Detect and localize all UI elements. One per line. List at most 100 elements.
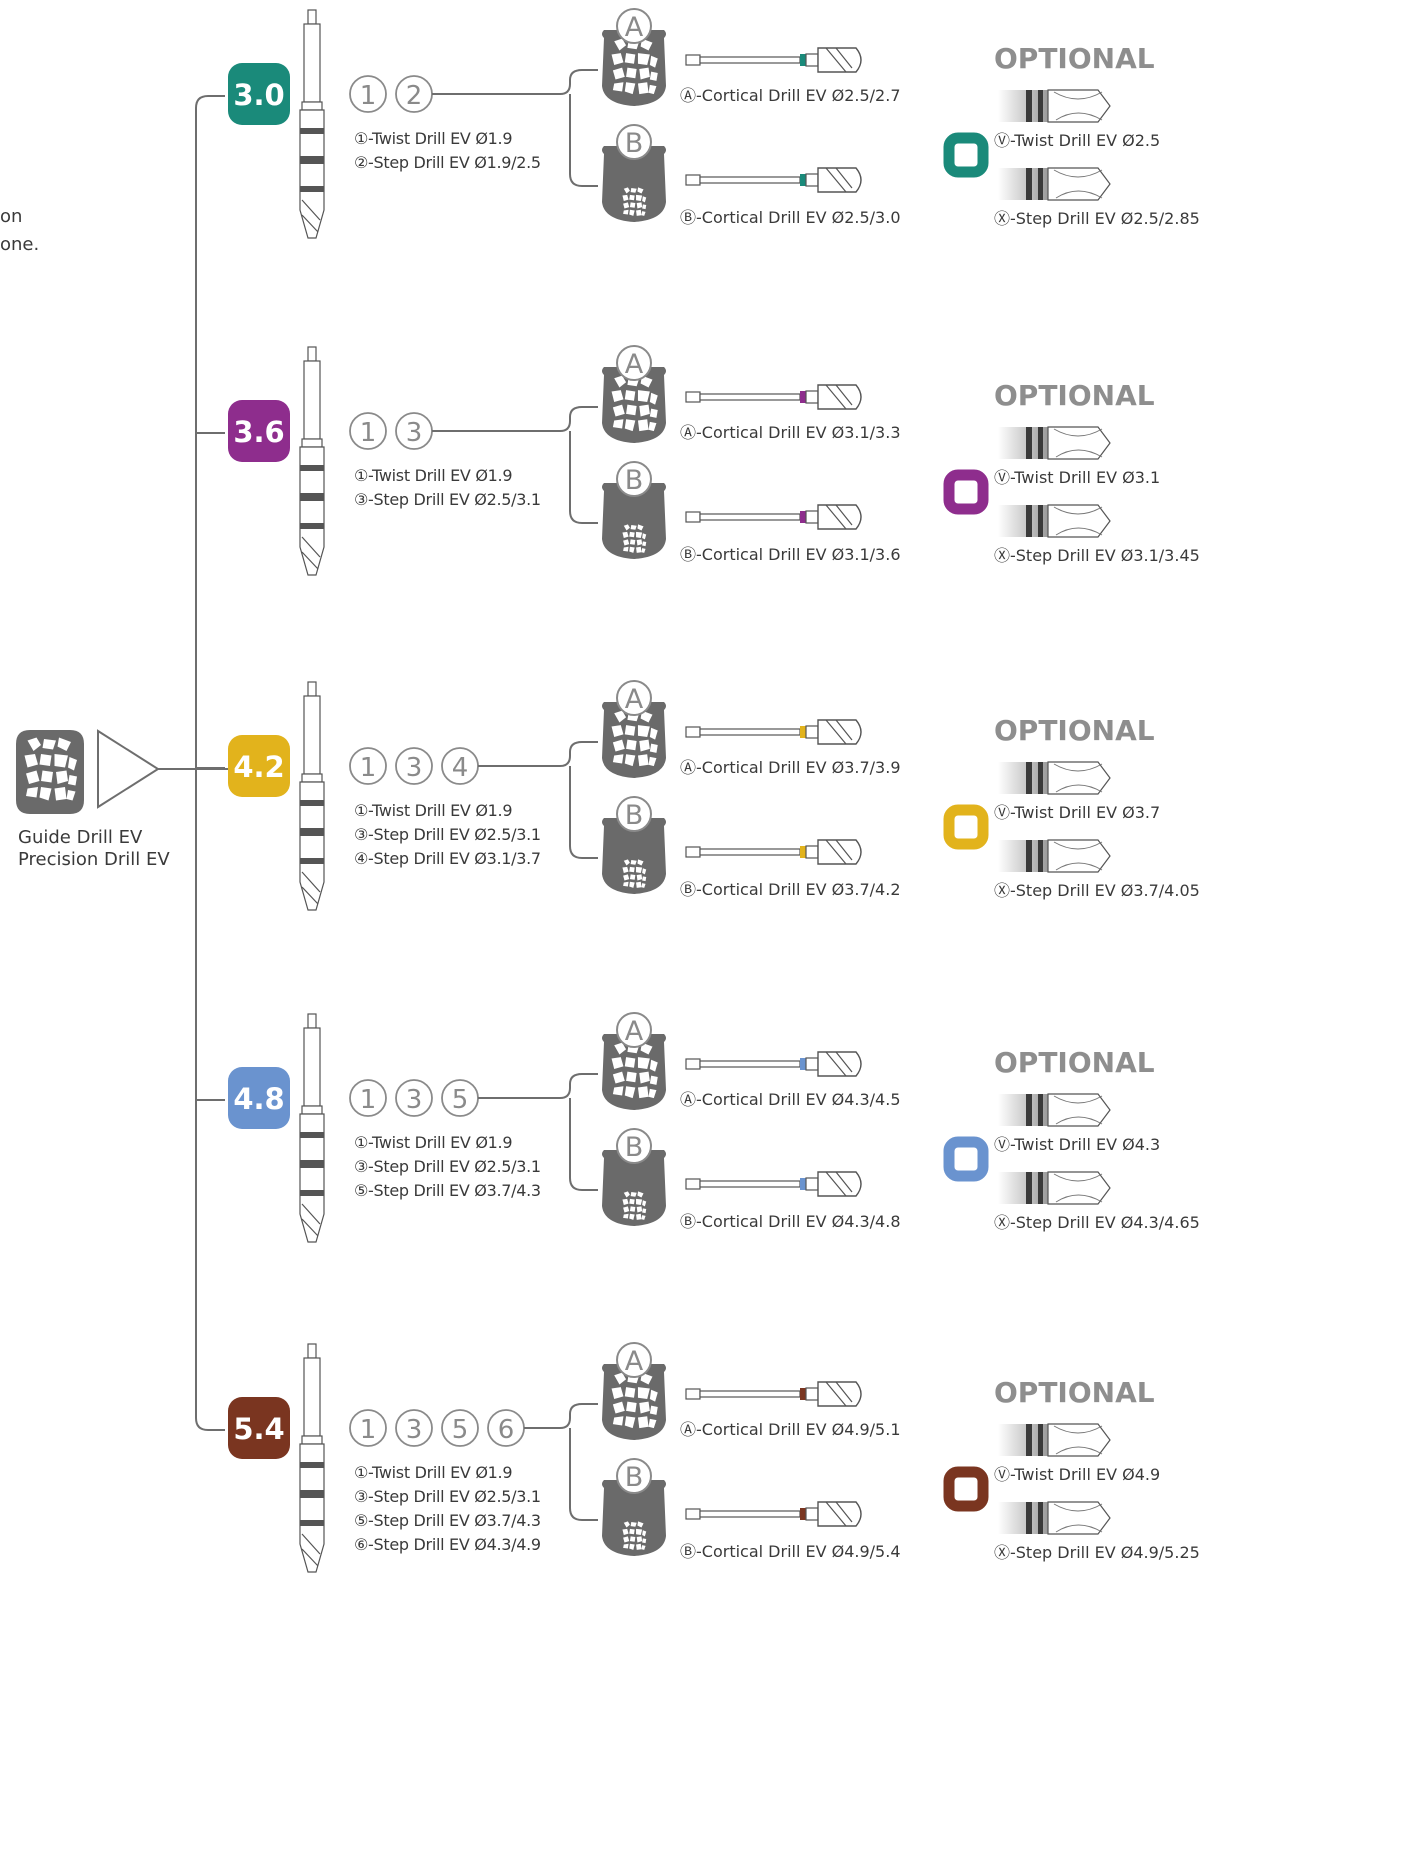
bone-b-letter: B [625, 128, 644, 159]
step-number-circle [349, 1079, 387, 1117]
optional-twist-label: Ⓥ-Twist Drill EV Ø4.9 [994, 1465, 1160, 1484]
intro-text-fragment: on one. [0, 203, 39, 259]
optional-heading: OPTIONAL [994, 1046, 1155, 1079]
connector-to-a [432, 406, 598, 432]
step-number: 5 [452, 1415, 469, 1445]
bone-a-letter: A [625, 349, 644, 380]
sequence-drill-icon [299, 1343, 325, 1573]
sequence-legend-item: ①-Twist Drill EV Ø1.9 [354, 129, 512, 148]
sequence-legend-item: ①-Twist Drill EV Ø1.9 [354, 466, 512, 485]
optional-step-label: Ⓧ-Step Drill EV Ø4.9/5.25 [994, 1543, 1200, 1562]
cortical-drill-color-band [800, 1058, 806, 1070]
bone-b-letter-circle [616, 1458, 652, 1494]
step-number-circle [349, 75, 387, 113]
cortical-drill-color-band [800, 54, 806, 66]
cortical-drill-a-label: Ⓐ-Cortical Drill EV Ø3.7/3.9 [680, 758, 901, 777]
cortical-drill-b-label: Ⓑ-Cortical Drill EV Ø3.1/3.6 [680, 545, 901, 564]
optional-heading: OPTIONAL [994, 1376, 1155, 1409]
guide-label-2: Precision Drill EV [18, 849, 170, 870]
sequence-drill-icon [299, 681, 325, 911]
sequence-drill-icon [299, 1013, 325, 1243]
optional-drill-v-icon [998, 1093, 1111, 1127]
bone-b-shape [602, 1150, 666, 1226]
bone-a-icon: A [602, 345, 666, 443]
bone-a-icon: A [602, 680, 666, 778]
connector-to-b [569, 1428, 598, 1521]
optional-heading: OPTIONAL [994, 42, 1155, 75]
bone-a-letter-circle [616, 680, 652, 716]
optional-twist-label: Ⓥ-Twist Drill EV Ø3.7 [994, 803, 1160, 822]
diameter-badge [228, 1067, 290, 1129]
optional-step-label: Ⓧ-Step Drill EV Ø4.3/4.65 [994, 1213, 1200, 1232]
sequence-legend-item: ⑤-Step Drill EV Ø3.7/4.3 [354, 1181, 541, 1200]
step-number-circle [395, 1079, 433, 1117]
cortical-drill-a-icon [685, 1381, 862, 1407]
color-ring-icon [943, 804, 989, 850]
diameter-badge-label: 5.4 [233, 1412, 284, 1446]
cortical-drill-a-label: Ⓐ-Cortical Drill EV Ø4.3/4.5 [680, 1090, 901, 1109]
optional-step-label: Ⓧ-Step Drill EV Ø3.1/3.45 [994, 546, 1200, 565]
cortical-drill-b-icon [685, 839, 862, 865]
cortical-drill-b-icon [685, 1171, 862, 1197]
step-number-circle [441, 1409, 479, 1447]
bone-b-letter-circle [616, 796, 652, 832]
color-ring-icon [943, 1136, 989, 1182]
guide-label-1: Guide Drill EV [18, 827, 143, 848]
connector-to-a [432, 69, 598, 95]
cortical-drill-b-icon [685, 167, 862, 193]
diameter-badge [228, 735, 290, 797]
bone-b-icon: B [602, 124, 666, 222]
bone-b-shape [602, 818, 666, 894]
cortical-drill-color-band [800, 174, 806, 186]
bone-a-letter: A [625, 1016, 644, 1047]
sequence-legend-item: ⑤-Step Drill EV Ø3.7/4.3 [354, 1511, 541, 1530]
bone-a-letter: A [625, 684, 644, 715]
step-number: 1 [360, 81, 377, 111]
cortical-drill-a-icon [685, 384, 862, 410]
diameter-badge-label: 4.8 [233, 1082, 284, 1116]
diameter-badge-label: 3.6 [233, 415, 284, 449]
bone-b-icon: B [602, 796, 666, 894]
connector-to-b [569, 94, 598, 187]
step-number: 3 [406, 418, 423, 448]
cortical-drill-b-label: Ⓑ-Cortical Drill EV Ø4.3/4.8 [680, 1212, 901, 1231]
bone-b-letter-circle [616, 461, 652, 497]
bone-a-icon: A [602, 1342, 666, 1440]
step-number: 1 [360, 1415, 377, 1445]
optional-drill-v-icon [998, 761, 1111, 795]
sequence-drill-icon [299, 9, 325, 239]
cortical-drill-color-band [800, 1388, 806, 1400]
bone-b-letter-circle [616, 1128, 652, 1164]
bone-b-shape [602, 483, 666, 559]
step-number: 6 [498, 1415, 515, 1445]
bone-a-letter-circle [616, 1012, 652, 1048]
sequence-legend-item: ③-Step Drill EV Ø2.5/3.1 [354, 490, 541, 509]
step-number: 3 [406, 1415, 423, 1445]
bone-b-shape [602, 1480, 666, 1556]
bone-b-icon: B [602, 461, 666, 559]
connector-to-b [569, 766, 598, 859]
diameter-badge [228, 63, 290, 125]
step-number: 3 [406, 753, 423, 783]
bone-b-letter: B [625, 1132, 644, 1163]
cortical-drill-b-label: Ⓑ-Cortical Drill EV Ø4.9/5.4 [680, 1542, 901, 1561]
cortical-drill-b-icon [685, 504, 862, 530]
color-ring-icon [943, 132, 989, 178]
bone-a-letter-circle [616, 8, 652, 44]
diameter-badge-label: 3.0 [233, 78, 284, 112]
bone-b-letter: B [625, 800, 644, 831]
sequence-legend-item: ④-Step Drill EV Ø3.1/3.7 [354, 849, 541, 868]
step-number-circle [349, 412, 387, 450]
bone-b-shape [602, 146, 666, 222]
bone-b-letter: B [625, 465, 644, 496]
bone-b-letter: B [625, 1462, 644, 1493]
bone-a-icon: A [602, 1012, 666, 1110]
bone-a-letter-circle [616, 1342, 652, 1378]
main-trunk-line [195, 95, 225, 1431]
cortical-drill-a-label: Ⓐ-Cortical Drill EV Ø3.1/3.3 [680, 423, 901, 442]
optional-drill-x-icon [998, 839, 1111, 873]
